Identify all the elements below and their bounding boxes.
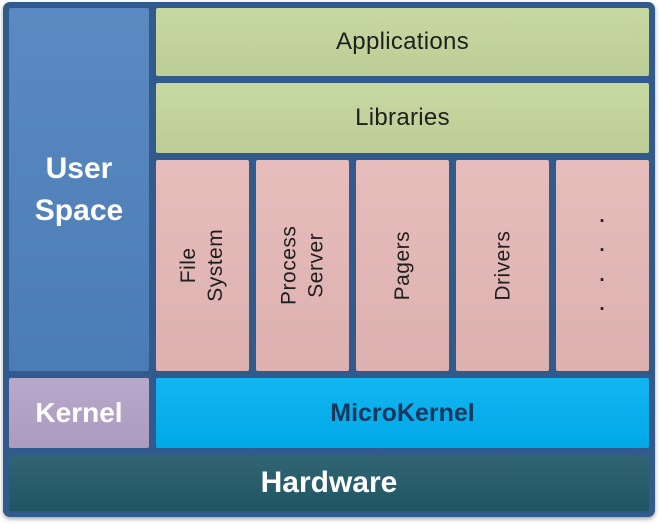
applications-block: Applications xyxy=(156,8,649,76)
diagram-frame: User Space Applications Libraries File S… xyxy=(3,2,655,517)
service-file-system: File System xyxy=(156,160,249,371)
libraries-block: Libraries xyxy=(156,83,649,153)
ellipsis-dots: · · · · xyxy=(599,210,606,320)
services-row: File System Process Server Pagers Driver… xyxy=(156,160,649,371)
applications-label: Applications xyxy=(335,28,469,55)
service-ellipsis: · · · · xyxy=(556,160,649,371)
microkernel-label: MicroKernel xyxy=(330,398,475,427)
hardware-block: Hardware xyxy=(9,455,649,511)
service-pagers: Pagers xyxy=(356,160,449,371)
service-process-server: Process Server xyxy=(256,160,349,371)
microkernel-block: MicroKernel xyxy=(156,378,649,448)
kernel-block: Kernel xyxy=(9,378,149,448)
service-drivers: Drivers xyxy=(456,160,549,371)
hardware-label: Hardware xyxy=(260,466,398,499)
architecture-grid: User Space Applications Libraries File S… xyxy=(9,8,649,511)
file-system-label: File System xyxy=(177,228,228,303)
process-server-label: Process Server xyxy=(277,225,328,306)
libraries-label: Libraries xyxy=(355,104,450,131)
kernel-label: Kernel xyxy=(35,397,123,428)
pagers-label: Pagers xyxy=(390,230,414,301)
drivers-label: Drivers xyxy=(490,230,514,301)
user-space-block: User Space xyxy=(9,8,149,371)
user-space-label: User Space xyxy=(34,151,124,227)
